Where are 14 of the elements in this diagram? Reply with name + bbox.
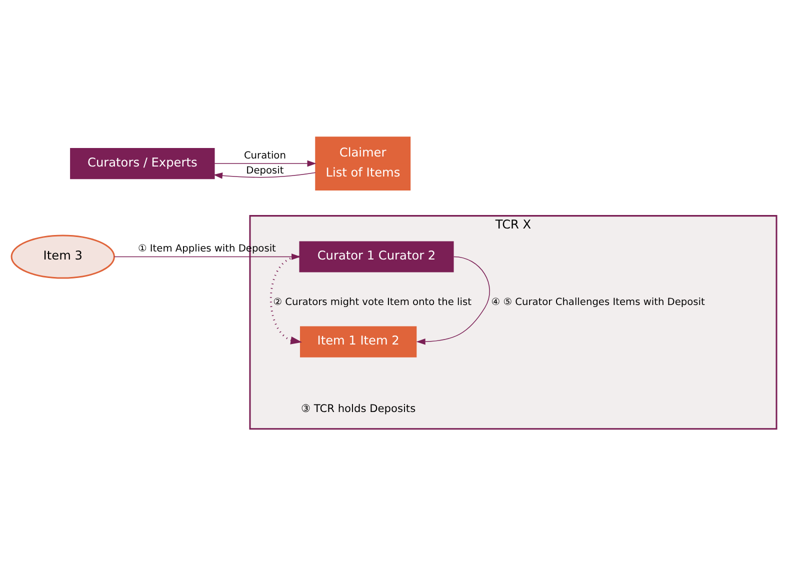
edge-label: ② Curators might vote Item onto the list: [273, 296, 472, 308]
node-box: Claimer List of Items: [315, 136, 411, 190]
node-box: Item 1 Item 2: [300, 326, 417, 358]
arrow: [214, 160, 316, 167]
node-box: Curator 1 Curator 2: [299, 241, 454, 272]
edge-label: Deposit: [246, 166, 284, 177]
arrow: [416, 256, 490, 345]
node-box: Curators / Experts: [70, 148, 215, 180]
edge-label: ④ ⑤ Curator Challenges Items with Deposit: [491, 296, 705, 308]
arrow: [270, 256, 302, 344]
arrow: [213, 172, 316, 179]
edge-label: Curation: [244, 150, 286, 162]
arrow: [114, 254, 301, 260]
node-ellipse: Item 3: [10, 234, 115, 279]
